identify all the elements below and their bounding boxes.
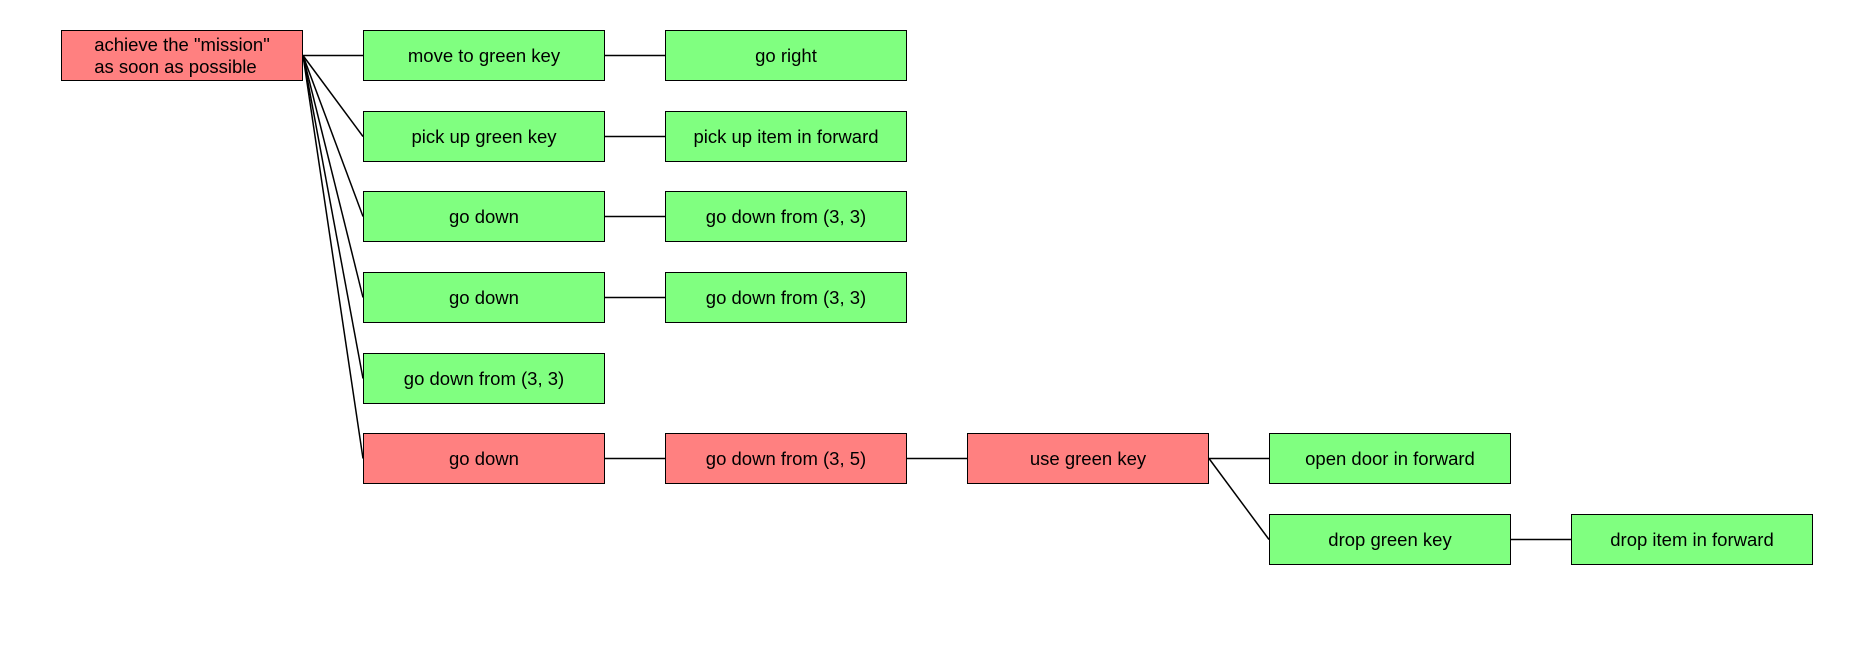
subgoal-node: move to green key <box>363 30 605 81</box>
subgoal-node: go down <box>363 272 605 323</box>
action-node: drop item in forward <box>1571 514 1813 565</box>
edge-line <box>1208 458 1270 540</box>
root-goal-node: achieve the "mission" as soon as possibl… <box>61 30 303 81</box>
action-node: pick up item in forward <box>665 111 907 162</box>
action-node: open door in forward <box>1269 433 1511 484</box>
action-node: go down from (3, 3) <box>665 272 907 323</box>
edge-line <box>302 55 364 379</box>
subgoal-node: pick up green key <box>363 111 605 162</box>
action-node: go down from (3, 3) <box>363 353 605 404</box>
edge-line <box>302 55 364 217</box>
subgoal-node: drop green key <box>1269 514 1511 565</box>
subgoal-node: go down <box>363 433 605 484</box>
action-node: go right <box>665 30 907 81</box>
edge-line <box>302 55 364 298</box>
subgoal-node: go down from (3, 5) <box>665 433 907 484</box>
subgoal-node: go down <box>363 191 605 242</box>
action-node: go down from (3, 3) <box>665 191 907 242</box>
edge-line <box>302 55 364 137</box>
edge-line <box>302 55 364 459</box>
subgoal-node: use green key <box>967 433 1209 484</box>
